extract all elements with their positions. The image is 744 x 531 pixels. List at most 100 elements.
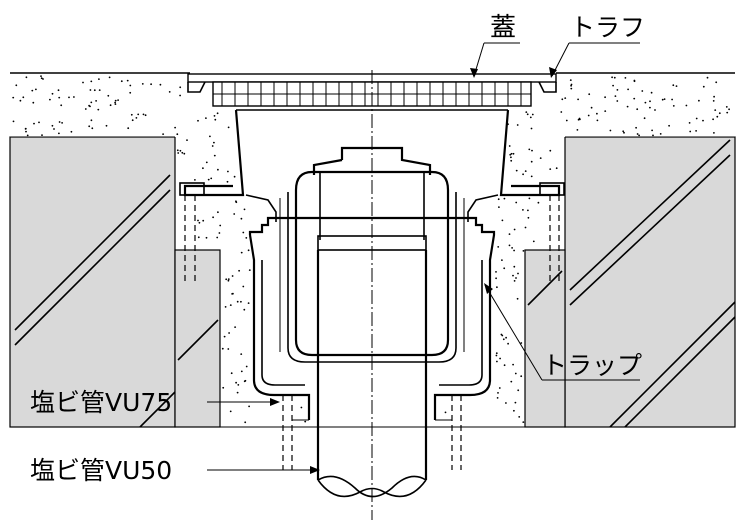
stipple-dot (501, 259, 503, 261)
stipple-dot (98, 78, 100, 80)
stipple-dot (230, 372, 233, 375)
stipple-dot (233, 175, 236, 178)
stipple-dot (698, 99, 700, 102)
stipple-dot (51, 92, 54, 95)
stipple-dot (522, 209, 524, 211)
stipple-dot (509, 153, 512, 156)
stipple-dot (513, 249, 515, 252)
stipple-dot (197, 119, 199, 122)
stipple-dot (529, 116, 532, 119)
stipple-dot (245, 237, 248, 239)
stipple-dot (565, 119, 568, 122)
stipple-dot (82, 81, 84, 84)
stipple-dot (105, 124, 108, 127)
stipple-dot (497, 198, 500, 201)
stipple-dot (61, 122, 63, 124)
stipple-dot (198, 221, 201, 224)
stipple-dot (726, 111, 729, 114)
stipple-dot (528, 148, 531, 151)
stipple-dot (633, 80, 636, 83)
stipple-dot (222, 386, 225, 389)
stipple-dot (114, 101, 116, 104)
stipple-dot (510, 156, 512, 159)
stipple-dot (517, 272, 519, 275)
stipple-dot (109, 104, 112, 107)
stipple-dot (231, 293, 234, 295)
stipple-dot (611, 76, 613, 79)
stipple-dot (90, 80, 93, 83)
stipple-dot (179, 149, 182, 152)
stipple-dot (716, 115, 719, 118)
stipple-dot (181, 151, 184, 154)
stipple-dot (98, 89, 101, 91)
stipple-dot (248, 269, 251, 271)
stipple-dot (150, 83, 153, 86)
stipple-dot (511, 247, 513, 249)
stipple-dot (58, 132, 60, 135)
stipple-dot (89, 89, 92, 91)
stipple-dot (240, 217, 243, 220)
stipple-dot (531, 149, 533, 152)
stipple-dot (242, 231, 245, 234)
stipple-dot (176, 133, 179, 136)
stipple-dot (244, 421, 247, 424)
stipple-dot (517, 389, 520, 392)
stipple-dot (177, 152, 180, 154)
stipple-dot (713, 95, 715, 98)
stipple-dot (444, 411, 447, 414)
stipple-dot (549, 168, 552, 171)
stipple-dot (576, 129, 579, 131)
stipple-dot (675, 85, 678, 87)
stipple-dot (213, 154, 216, 157)
stipple-dot (120, 80, 123, 83)
stipple-dot (525, 111, 528, 113)
stipple-dot (577, 98, 579, 101)
stipple-dot (505, 402, 507, 404)
stipple-dot (512, 152, 515, 155)
stipple-dot (88, 125, 91, 128)
stipple-dot (233, 213, 236, 215)
stipple-dot (33, 122, 35, 125)
stipple-dot (622, 130, 625, 133)
stipple-dot (524, 226, 527, 229)
stipple-dot (661, 98, 664, 101)
stipple-dot (240, 251, 243, 254)
stipple-dot (728, 108, 730, 111)
stipple-dot (613, 76, 616, 79)
stipple-dot (240, 370, 243, 373)
stipple-dot (229, 304, 232, 306)
stipple-dot (227, 278, 230, 280)
concrete-infill (174, 137, 566, 428)
stipple-dot (73, 96, 75, 98)
stipple-dot (217, 211, 219, 214)
stipple-dot (623, 131, 625, 134)
stipple-dot (131, 119, 134, 122)
stipple-dot (725, 106, 728, 108)
stipple-dot (644, 101, 647, 104)
stipple-dot (194, 179, 196, 181)
stipple-dot (530, 160, 533, 163)
stipple-dot (500, 333, 503, 336)
stipple-dot (60, 104, 63, 107)
stipple-dot (114, 103, 117, 105)
stipple-dot (40, 75, 42, 77)
stipple-dot (650, 91, 653, 94)
stipple-dot (636, 133, 639, 135)
stipple-dot (502, 338, 505, 341)
stipple-dot (513, 409, 515, 412)
stipple-dot (97, 108, 100, 111)
concrete-stipple (12, 75, 730, 424)
stipple-dot (49, 98, 51, 101)
right-wall (564, 136, 736, 428)
stipple-dot (590, 106, 593, 109)
stipple-dot (212, 216, 215, 219)
stipple-dot (174, 126, 177, 129)
stipple-dot (216, 236, 219, 239)
stipple-dot (228, 332, 231, 334)
stipple-dot (142, 113, 145, 116)
stipple-dot (496, 360, 498, 363)
stipple-dot (539, 157, 542, 160)
stipple-dot (636, 108, 639, 111)
stipple-dot (31, 89, 34, 92)
stipple-dot (508, 145, 511, 147)
